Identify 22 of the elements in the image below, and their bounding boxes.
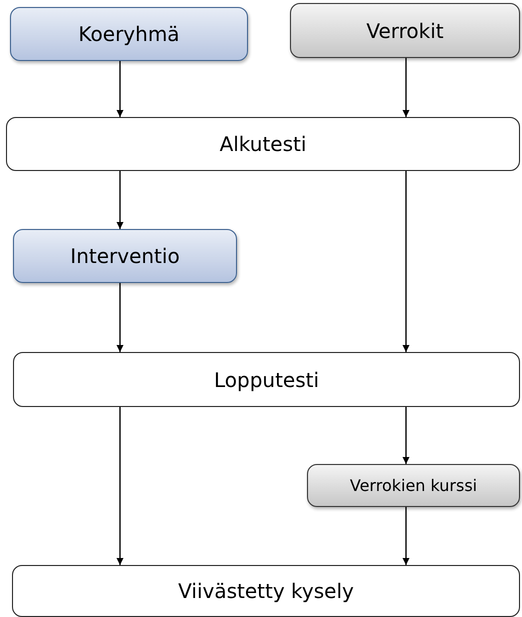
arrow	[402, 507, 410, 565]
group-box	[10, 7, 248, 61]
arrow	[402, 58, 410, 117]
node-label: Verrokit	[366, 18, 444, 42]
arrow	[402, 171, 410, 352]
process-box	[307, 464, 520, 507]
group-box	[290, 3, 520, 58]
node-label: Interventio	[70, 244, 180, 268]
arrow	[116, 283, 124, 352]
node-label: Verrokien kurssi	[350, 476, 478, 495]
process-box	[13, 229, 237, 283]
arrow	[402, 407, 410, 464]
arrow	[116, 171, 124, 229]
node-label: Lopputesti	[214, 368, 320, 392]
process-box	[6, 117, 520, 171]
arrow	[116, 61, 124, 117]
process-box	[12, 565, 520, 617]
process-box	[13, 352, 520, 407]
node-label: Alkutesti	[220, 132, 306, 156]
node-label: Viivästetty kysely	[178, 579, 354, 603]
node-label: Koeryhmä	[78, 22, 180, 46]
arrow	[116, 407, 124, 565]
